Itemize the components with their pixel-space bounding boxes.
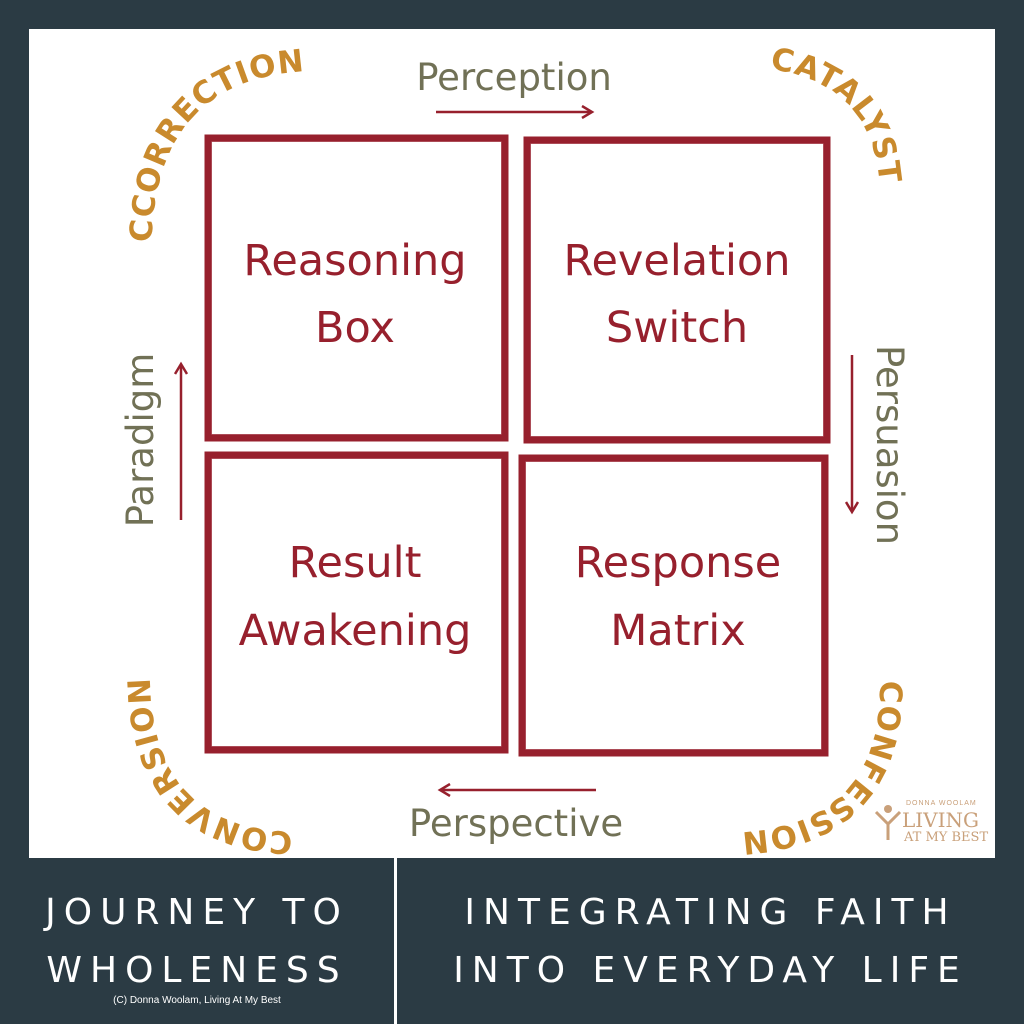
footer-right-line2: INTO EVERYDAY LIFE — [453, 950, 968, 991]
footer-title-left: JOURNEY TO WHOLENESS — [0, 884, 394, 1000]
quadrant-revelation-line2: Switch — [606, 303, 748, 353]
logo-middle-text: LIVING — [902, 808, 980, 832]
quadrant-box-revelation — [523, 136, 831, 444]
footer-divider — [394, 858, 397, 1024]
corner-catalyst-path: CATALYST — [768, 41, 907, 185]
footer-left-line2: WHOLENESS — [46, 950, 348, 991]
quadrant-reasoning-line2: Box — [315, 303, 395, 353]
quadrant-box-response — [518, 454, 829, 757]
flow-label-persuasion: Persuasion — [868, 345, 911, 545]
corner-label-correction: CCORRECTION — [123, 43, 306, 243]
person-icon — [874, 805, 902, 840]
footer-left-line1: JOURNEY TO — [45, 892, 349, 933]
flow-label-perspective: Perspective — [409, 802, 623, 845]
quadrant-response-line1: Response — [575, 538, 782, 588]
logo-top-text: DONNA WOOLAM — [906, 800, 977, 807]
brand-logo: DONNA WOOLAM LIVING AT MY BEST — [874, 800, 989, 850]
journey-diagram: Reasoning Box Revelation Switch Result A… — [119, 41, 911, 860]
footer-right-line1: INTEGRATING FAITH — [464, 892, 957, 933]
quadrant-result-line1: Result — [289, 538, 422, 588]
corner-label-catalyst: CATALYST — [768, 41, 908, 185]
flow-label-paradigm: Paradigm — [119, 353, 162, 528]
quadrant-reasoning-line1: Reasoning — [243, 236, 466, 286]
copyright-text: (C) Donna Woolam, Living At My Best — [113, 995, 281, 1006]
logo-bottom-text: AT MY BEST — [904, 830, 989, 845]
flow-label-perception: Perception — [416, 56, 612, 99]
quadrant-box-reasoning — [204, 134, 509, 442]
quadrant-box-result — [204, 451, 509, 754]
quadrant-response-line2: Matrix — [610, 606, 745, 656]
diagram-panel — [29, 29, 995, 858]
quadrant-revelation-line1: Revelation — [564, 236, 791, 286]
footer-title-right: INTEGRATING FAITH INTO EVERYDAY LIFE — [397, 884, 1024, 1000]
corner-correction-path: CCORRECTION — [123, 43, 305, 243]
quadrant-result-line2: Awakening — [239, 606, 472, 656]
